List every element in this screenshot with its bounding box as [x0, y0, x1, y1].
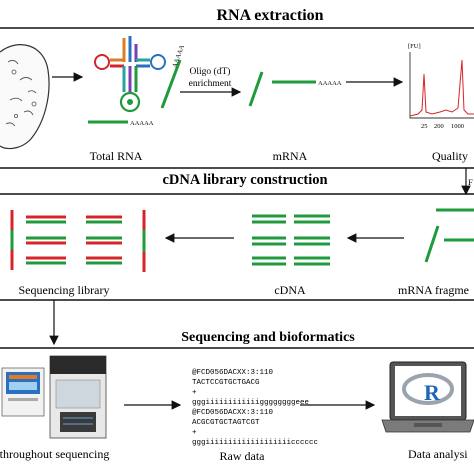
- sequencing-library-icon: [10, 210, 146, 272]
- tissue-sample-icon: [0, 44, 50, 150]
- quality-label: Quality: [432, 149, 468, 163]
- polya-tail-label: AAAAA: [130, 120, 154, 127]
- r-logo: R: [424, 380, 441, 405]
- laptop-r-icon: R: [381, 361, 474, 433]
- polya-tail-label: AAAAA: [171, 44, 186, 69]
- trna-structure-icon: [94, 36, 166, 113]
- tick-25: 25: [421, 123, 428, 130]
- enrichment-label: enrichment: [189, 79, 232, 89]
- tick-1000: 1000: [451, 123, 464, 130]
- throughput-sequencing-label: h throughout sequencing: [0, 447, 109, 461]
- fastq-line: gggiiiiiiiiiiiiiiiiiiicccccc: [192, 439, 318, 447]
- fastq-line: +: [192, 389, 197, 397]
- cdna-fragments-icon: [252, 214, 330, 266]
- fastq-line: @FCD056DACXX:3:110: [192, 369, 274, 377]
- raw-data-label: Raw data: [220, 449, 266, 463]
- section-title-cdna-library: cDNA library construction: [162, 172, 327, 188]
- cdna-label: cDNA: [274, 283, 306, 297]
- connector-label: F: [468, 177, 473, 187]
- fastq-line: @FCD056DACXX:3:110: [192, 409, 274, 417]
- mrna-strand-icon: AAAAA: [88, 120, 154, 127]
- fastq-line: TACTCCGTGCTGACG: [192, 379, 260, 387]
- mrna-fragments-icon: [424, 208, 474, 263]
- fastq-line: ACGCGTGCTAGTCGT: [192, 419, 260, 427]
- tick-200: 200: [434, 123, 444, 130]
- bioanalyzer-trace-icon: [FU] 25 200 1000: [408, 43, 474, 130]
- fu-axis-label: [FU]: [408, 43, 421, 50]
- section-title-sequencing: Sequencing and bioformatics: [181, 330, 355, 345]
- mrna-molecules-icon: AAAAA: [248, 71, 342, 107]
- total-rna-label: Total RNA: [90, 149, 143, 163]
- fastq-raw-data: @FCD056DACXX:3:110 TACTCCGTGCTGACG + ggg…: [192, 369, 318, 447]
- mrna-fragments-label: mRNA fragme: [398, 283, 469, 297]
- rrna-strand-icon: AAAAA: [160, 44, 186, 109]
- fastq-line: +: [192, 429, 197, 437]
- fastq-line: gggiiiiiiiiiiiiggggggggeee: [192, 399, 309, 407]
- sequencer-machine-icon: [1, 355, 107, 439]
- polya-tail-label: AAAAA: [318, 80, 342, 87]
- data-analysis-label: Data analysi: [408, 447, 468, 461]
- mrna-label: mRNA: [273, 149, 308, 163]
- oligo-label: Oligo (dT): [190, 66, 231, 77]
- section-title-rna-extraction: RNA extraction: [216, 7, 323, 24]
- sequencing-library-label: Sequencing library: [19, 283, 110, 297]
